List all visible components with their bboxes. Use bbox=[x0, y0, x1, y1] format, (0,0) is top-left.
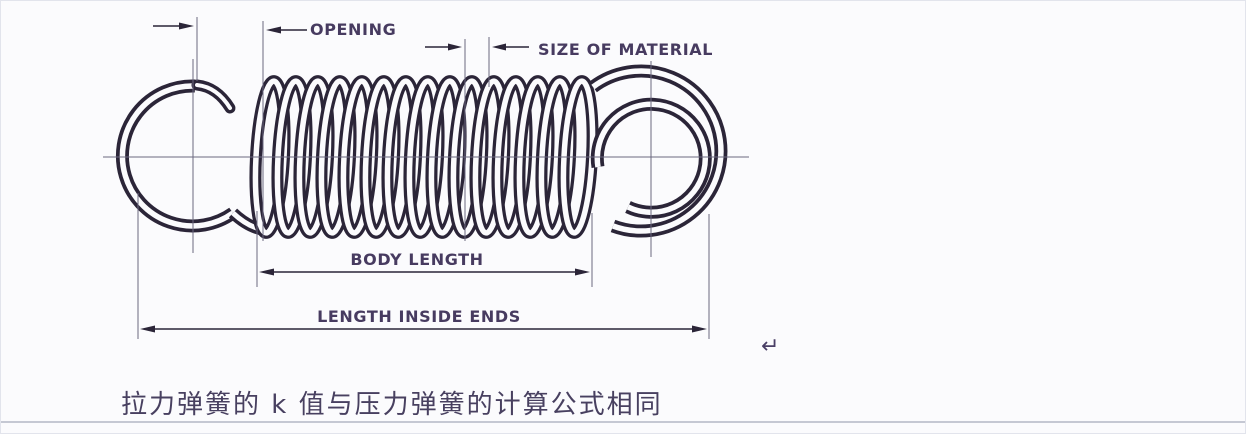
opening-label: OPENING bbox=[310, 20, 396, 39]
size-of-material-label: SIZE OF MATERIAL bbox=[538, 40, 713, 59]
spring-drawing bbox=[116, 64, 728, 238]
inside-ends-arrowhead-left bbox=[140, 325, 155, 333]
body-length-dimension: BODY LENGTH bbox=[256, 211, 593, 287]
size-arrowhead-left-pointing bbox=[492, 43, 506, 51]
length-inside-ends-label: LENGTH INSIDE ENDS bbox=[317, 307, 521, 326]
size-of-material-dimension: SIZE OF MATERIAL bbox=[425, 37, 713, 241]
opening-dimension: OPENING bbox=[153, 17, 396, 241]
return-mark: ↵ bbox=[761, 334, 779, 359]
opening-arrowhead-right-pointing bbox=[179, 22, 194, 30]
body-length-arrowhead-right bbox=[575, 268, 590, 276]
caption-text: 拉力弹簧的 k 值与压力弹簧的计算公式相同 bbox=[121, 390, 663, 420]
right-hook bbox=[589, 64, 728, 238]
length-inside-ends-dimension: LENGTH INSIDE ENDS bbox=[137, 193, 710, 339]
size-arrowhead-right-pointing bbox=[448, 43, 462, 51]
inside-ends-arrowhead-right bbox=[692, 325, 707, 333]
left-hook bbox=[116, 79, 267, 236]
body-length-label: BODY LENGTH bbox=[350, 250, 483, 269]
bottom-divider bbox=[1, 421, 1245, 423]
body-length-arrowhead-left bbox=[259, 268, 274, 276]
centerlines bbox=[103, 59, 749, 257]
opening-arrowhead-left-pointing bbox=[266, 26, 281, 34]
